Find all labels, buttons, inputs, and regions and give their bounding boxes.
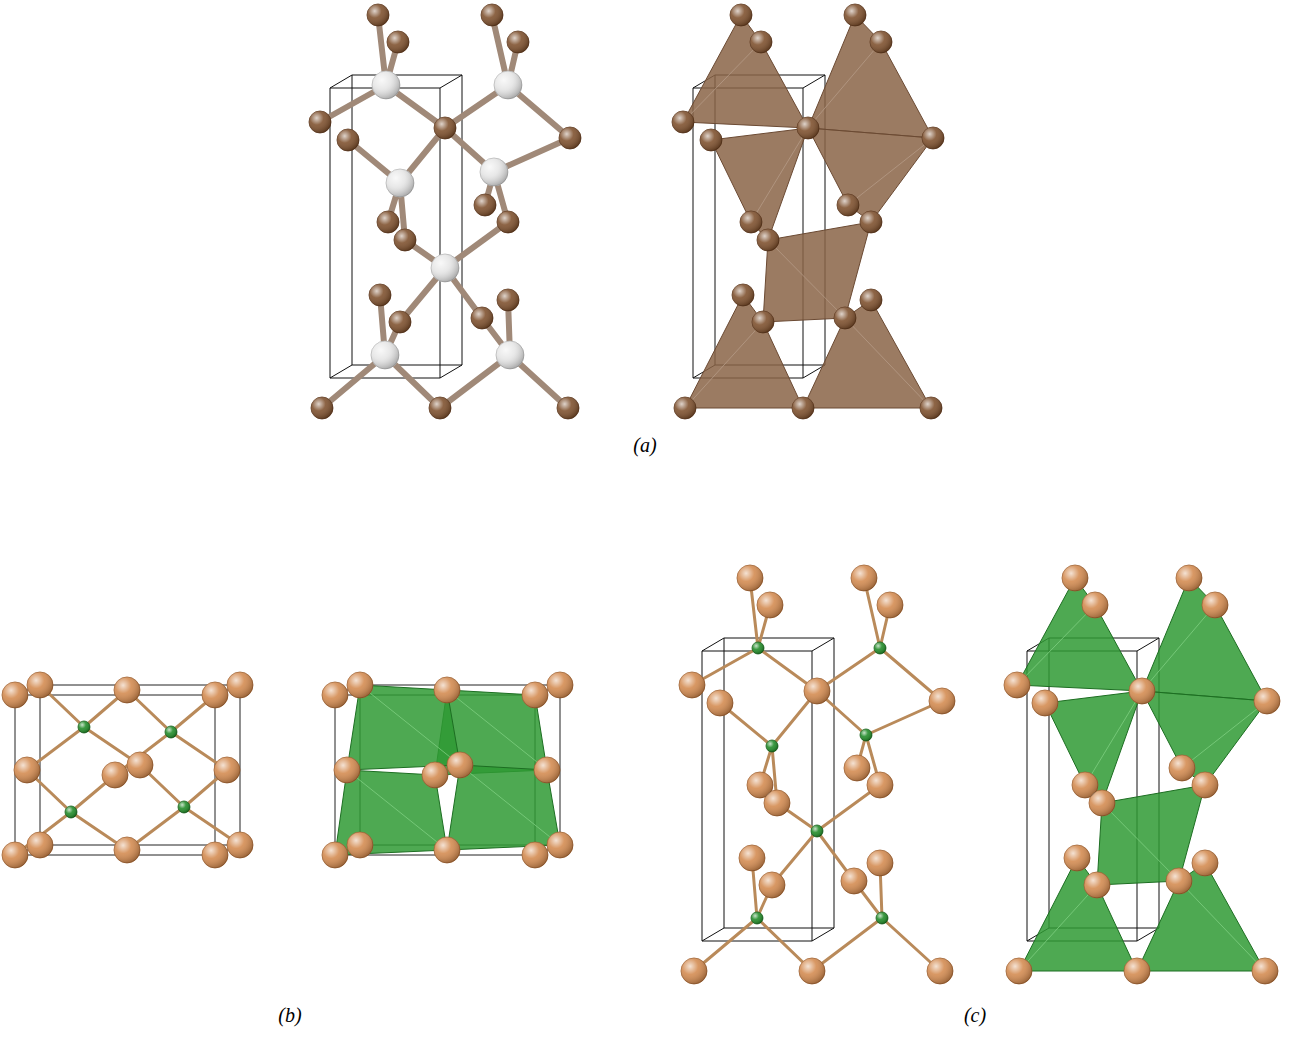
- panel-label: (a): [633, 434, 656, 457]
- structure-b-polyhedra: [322, 672, 573, 868]
- structure-a-polyhedra: [672, 4, 944, 419]
- structure-c-polyhedra: [1004, 565, 1280, 984]
- structure-c-balls: [679, 565, 955, 984]
- structure-b-balls: [2, 672, 253, 868]
- panel-label: (c): [964, 1004, 986, 1027]
- panel-label: (b): [278, 1004, 301, 1027]
- structure-a-balls: [309, 4, 581, 419]
